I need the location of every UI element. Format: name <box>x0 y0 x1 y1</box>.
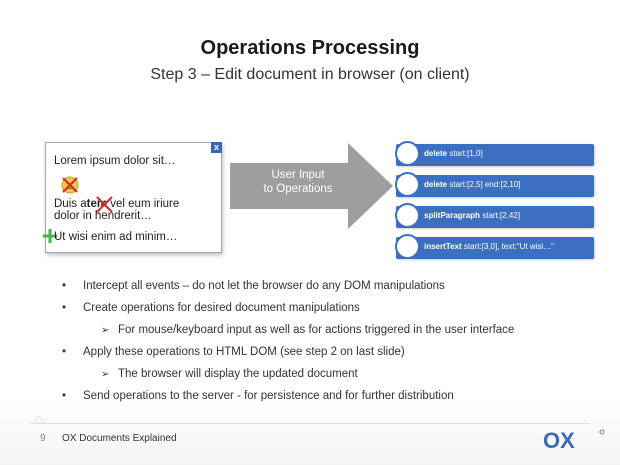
operation-bullet-icon <box>395 172 420 197</box>
operation-item: delete start:[1,0] <box>395 141 594 166</box>
bullet-text: Apply these operations to HTML DOM (see … <box>83 346 405 358</box>
operation-name: splitParagraph <box>424 211 481 220</box>
logo-text: OX <box>543 428 575 450</box>
operation-bullet-icon <box>395 141 420 166</box>
sub-bullet-item: ➢ The browser will display the updated do… <box>101 368 358 380</box>
operation-item: insertText start:[3,0], text:"Ut wisi…" <box>395 234 594 259</box>
bullet-text: For mouse/keyboard input as well as for … <box>118 324 515 336</box>
bullet-text: Send operations to the server - for pers… <box>83 390 454 402</box>
operation-name: delete <box>424 180 448 189</box>
operation-item: delete start:[2,5] end:[2,10] <box>395 172 594 197</box>
operation-bullet-icon <box>395 234 420 259</box>
bullet-text: The browser will display the updated doc… <box>118 368 358 380</box>
bullet-item: • Create operations for desired document … <box>62 302 360 314</box>
operation-bullet-icon <box>395 203 420 228</box>
bullet-text: Intercept all events – do not let the br… <box>83 280 445 292</box>
sub-bullet-item: ➢ For mouse/keyboard input as well as for… <box>101 324 514 336</box>
footer-notch-icon <box>33 415 45 424</box>
footer-divider <box>30 423 590 424</box>
operation-args: start:[2,42] <box>482 211 521 220</box>
close-icon[interactable]: x <box>211 142 222 153</box>
operation-name: delete <box>424 149 448 158</box>
editor-line-3: dolor in hendrerit… <box>54 210 152 222</box>
slide-subtitle: Step 3 – Edit document in browser (on cl… <box>150 66 470 83</box>
operation-args: start:[3,0], text:"Ut wisi…" <box>463 242 555 251</box>
editor-line-2-start: Duis a <box>54 198 87 210</box>
bullet-item: • Apply these operations to HTML DOM (see… <box>62 346 405 358</box>
arrow-bullet-icon: ➢ <box>101 325 110 336</box>
arrow-label: User Input to Operations <box>238 168 358 196</box>
insert-plus-icon <box>43 229 57 243</box>
arrow-label-line-2: to Operations <box>263 183 333 195</box>
arrow-label-line-1: User Input <box>271 169 325 181</box>
arrow-right-icon <box>230 143 393 229</box>
editor-line-1: Lorem ipsum dolor sit… <box>54 155 176 167</box>
smiley-icon <box>61 176 79 194</box>
operation-args: start:[1,0] <box>449 149 483 158</box>
operation-args: start:[2,5] end:[2,10] <box>449 180 521 189</box>
operation-name: insertText <box>424 242 462 251</box>
editor-window: x Lorem ipsum dolor sit… Duis atem vel e… <box>43 142 222 253</box>
bullet-dot-icon: • <box>62 390 67 402</box>
delete-mark-icon <box>96 196 113 213</box>
editor-line-2-end: vel eum iriure <box>107 198 180 210</box>
footer-title: OX Documents Explained <box>62 433 177 444</box>
bullet-item: • Intercept all events – do not let the b… <box>62 280 445 292</box>
bullet-dot-icon: • <box>62 302 67 314</box>
editor-line-2: Duis atem vel eum iriure <box>54 198 179 210</box>
ox-logo-icon: OX <box>543 428 605 450</box>
page-number: 9 <box>40 433 46 444</box>
bullet-dot-icon: • <box>62 346 67 358</box>
editor-line-4: Ut wisi enim ad minim… <box>54 231 178 243</box>
bullet-text: Create operations for desired document m… <box>83 302 360 314</box>
bullet-item: • Send operations to the server - for per… <box>62 390 454 402</box>
arrow-bullet-icon: ➢ <box>101 369 110 380</box>
operation-item: splitParagraph start:[2,42] <box>395 203 594 228</box>
bullet-dot-icon: • <box>62 280 67 292</box>
slide-title: Operations Processing <box>200 37 420 59</box>
